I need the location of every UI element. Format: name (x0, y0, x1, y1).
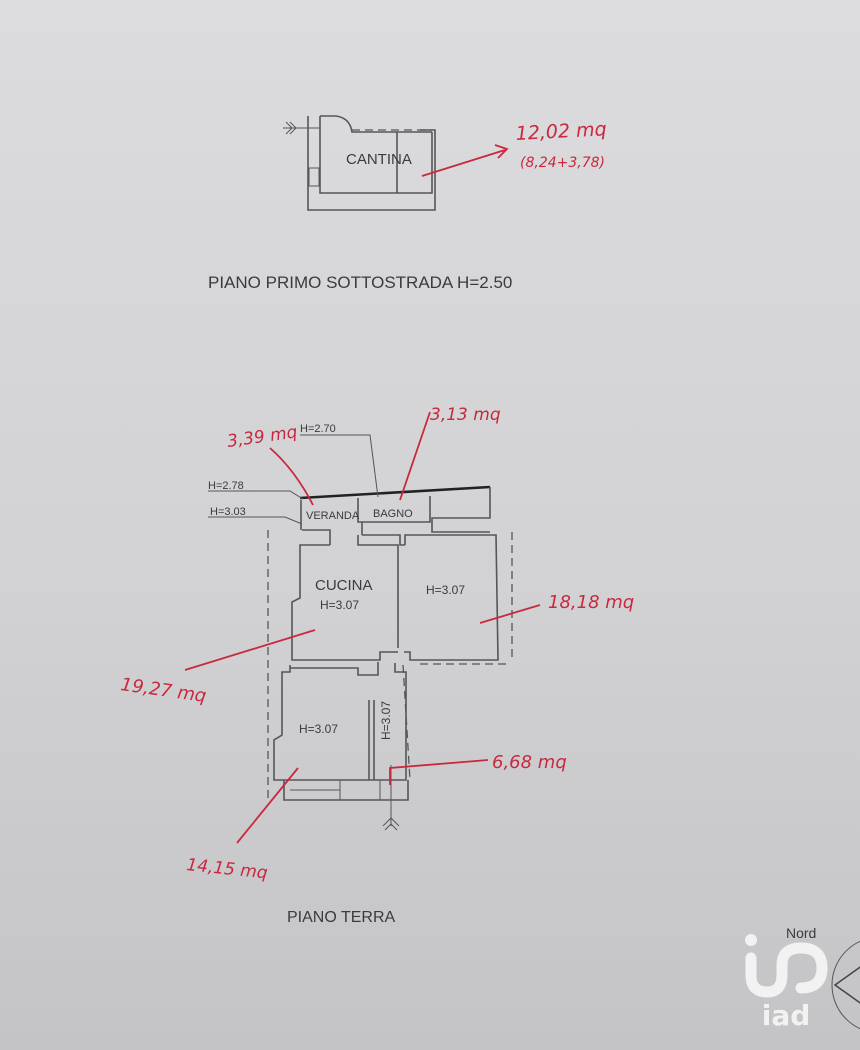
cucina-height: H=3.07 (320, 598, 359, 612)
bagno-area: 3,13 mq (430, 405, 501, 425)
cantina-area: 12,02 mq (515, 118, 607, 145)
north-compass-icon (831, 940, 860, 1030)
cucina-area: 19,27 mq (119, 674, 207, 707)
entry-height: H=3.03 (210, 506, 246, 518)
cantina-annotation: 12,02 mq (8,24+3,78) (421, 118, 607, 177)
bagno-height: H=2.70 (300, 423, 336, 435)
veranda-area: 3,39 mq (226, 422, 299, 452)
right-room-height: H=3.07 (426, 583, 465, 597)
cantina-plan: CANTINA (283, 115, 436, 211)
bagno-label: BAGNO (373, 508, 413, 520)
ground-floor-title: PIANO TERRA (287, 909, 396, 926)
cantina-area-breakdown: (8,24+3,78) (520, 155, 605, 171)
compass-north-label: Nord (786, 925, 816, 941)
iad-logo-text: iad (762, 999, 811, 1032)
cucina-label: CUCINA (315, 577, 373, 594)
corridor-area: 6,68 mq (492, 752, 567, 773)
entrance-arrow-icon (382, 765, 400, 831)
veranda-label: VERANDA (306, 510, 360, 522)
basement-title: PIANO PRIMO SOTTOSTRADA H=2.50 (208, 273, 512, 292)
bottom-room-area: 14,15 mq (185, 855, 268, 883)
veranda-height: H=2.78 (208, 480, 244, 492)
cantina-label: CANTINA (346, 151, 412, 168)
bottom-room-height: H=3.07 (299, 722, 338, 736)
right-room-area: 18,18 mq (548, 592, 634, 613)
corridor-height: H=3.07 (379, 701, 393, 740)
ground-floor-plan (267, 485, 513, 831)
entrance-arrow-icon (283, 121, 320, 135)
iad-logo (745, 934, 828, 998)
